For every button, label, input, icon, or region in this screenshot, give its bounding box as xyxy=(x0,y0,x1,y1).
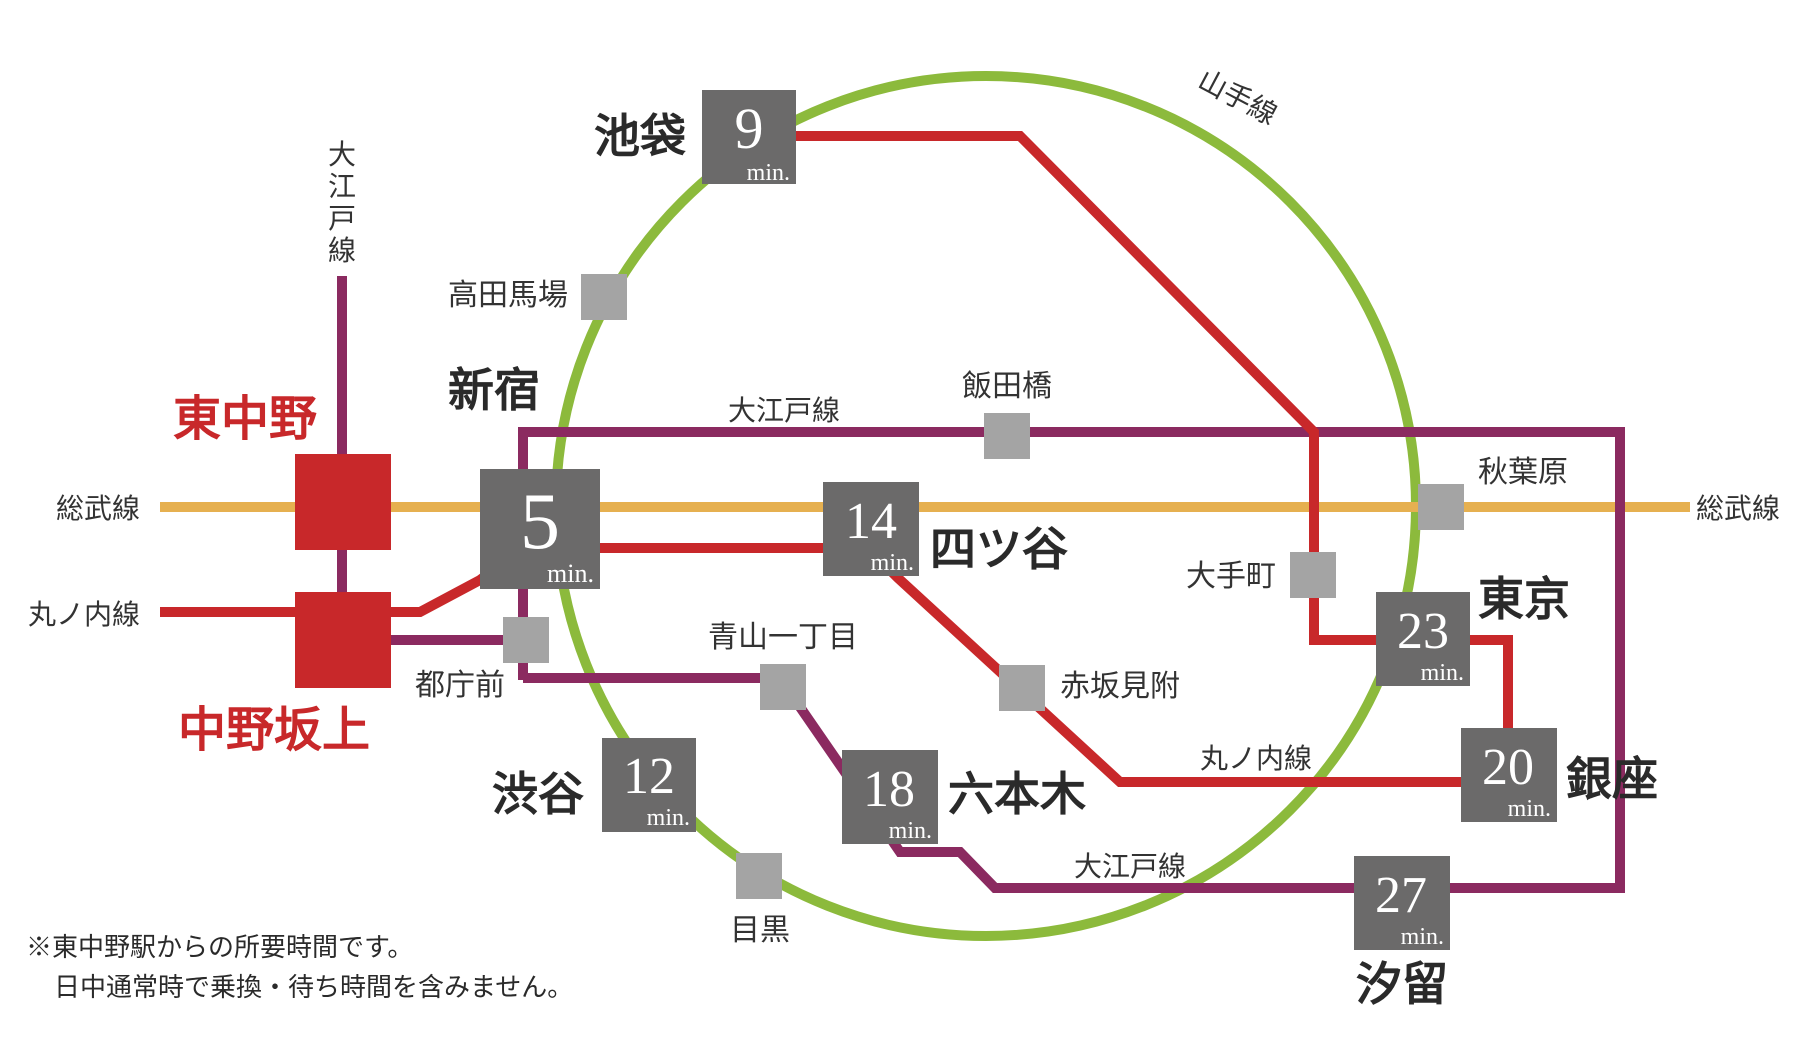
takadanobaba-marker[interactable] xyxy=(581,274,627,320)
marunouchi-label-mid: 丸ノ内線 xyxy=(1200,742,1312,775)
shinjuku-minutes: 5 xyxy=(520,478,560,566)
yotsuya-time-box[interactable]: 14 min. xyxy=(823,482,919,576)
higashinakano-box[interactable] xyxy=(295,454,391,550)
aoyama-label: 青山一丁目 xyxy=(708,620,858,655)
roppongi-minutes: 18 xyxy=(863,761,915,818)
yotsuya-label: 四ツ谷 xyxy=(930,522,1068,576)
oedo-vertical-1: 大 xyxy=(328,138,356,171)
tochomae-label: 都庁前 xyxy=(415,668,505,703)
shinjuku-unit: min. xyxy=(547,559,594,588)
marunouchi-label-left: 丸ノ内線 xyxy=(28,598,140,631)
shiodome-label: 汐留 xyxy=(1356,957,1448,1011)
oedo-vertical-2: 江 xyxy=(328,170,356,203)
ikebukuro-label: 池袋 xyxy=(594,109,686,163)
footnote: ※東中野駅からの所要時間です。 日中通常時で乗換・待ち時間を含みません。 xyxy=(26,928,573,1008)
akihabara-label: 秋葉原 xyxy=(1478,455,1568,490)
otemachi-label: 大手町 xyxy=(1186,559,1276,594)
higashinakano-label: 東中野 xyxy=(173,391,317,447)
ginza-label: 銀座 xyxy=(1566,752,1658,806)
tokyo-minutes: 23 xyxy=(1397,603,1449,660)
ikebukuro-minutes: 9 xyxy=(735,96,764,161)
nakanosakaue-box[interactable] xyxy=(295,592,391,688)
shibuya-label: 渋谷 xyxy=(492,767,584,821)
takadanobaba-label: 高田馬場 xyxy=(448,278,568,313)
shinjuku-time-box[interactable]: 5 min. xyxy=(480,469,600,589)
otemachi-marker[interactable] xyxy=(1290,552,1336,598)
akihabara-marker[interactable] xyxy=(1418,484,1464,530)
yotsuya-unit: min. xyxy=(871,550,914,576)
nakanosakaue-label: 中野坂上 xyxy=(178,702,370,758)
oedo-vertical-4: 線 xyxy=(328,234,356,267)
tokyo-unit: min. xyxy=(1421,660,1464,686)
oedo-label-top: 大江戸線 xyxy=(728,394,840,427)
ikebukuro-unit: min. xyxy=(747,160,790,186)
marunouchi-line-branch xyxy=(790,131,1513,740)
footnote-line-2: 日中通常時で乗換・待ち時間を含みません。 xyxy=(54,973,574,1003)
shibuya-time-box[interactable]: 12 min. xyxy=(602,738,696,832)
roppongi-unit: min. xyxy=(889,818,932,844)
yotsuya-minutes: 14 xyxy=(845,493,897,550)
iidabashi-marker[interactable] xyxy=(984,413,1030,459)
sobu-label-right: 総武線 xyxy=(1696,492,1780,525)
aoyama-marker[interactable] xyxy=(760,664,806,710)
sobu-label-left: 総武線 xyxy=(56,492,140,525)
shibuya-minutes: 12 xyxy=(623,748,675,805)
iidabashi-label: 飯田橋 xyxy=(962,369,1052,404)
akasaka-label: 赤坂見附 xyxy=(1060,669,1180,704)
oedo-line-loop xyxy=(518,427,1625,893)
akasaka-marker[interactable] xyxy=(999,665,1045,711)
ikebukuro-time-box[interactable]: 9 min. xyxy=(702,90,796,186)
oedo-label-bottom: 大江戸線 xyxy=(1074,850,1186,883)
footnote-line-1: ※東中野駅からの所要時間です。 xyxy=(26,933,414,963)
tokyo-time-box[interactable]: 23 min. xyxy=(1376,592,1470,686)
meguro-label: 目黒 xyxy=(730,913,790,948)
tokyo-label: 東京 xyxy=(1478,572,1570,626)
ginza-minutes: 20 xyxy=(1482,739,1534,796)
oedo-vertical-3: 戸 xyxy=(328,202,356,235)
ginza-unit: min. xyxy=(1508,796,1551,822)
shiodome-minutes: 27 xyxy=(1375,867,1427,924)
roppongi-time-box[interactable]: 18 min. xyxy=(842,750,938,844)
roppongi-label: 六本木 xyxy=(948,767,1086,821)
shiodome-unit: min. xyxy=(1401,924,1444,950)
meguro-marker[interactable] xyxy=(736,853,782,899)
marunouchi-line-main xyxy=(600,543,1470,787)
shibuya-unit: min. xyxy=(647,805,690,831)
yamanote-label: 山手線 xyxy=(1193,63,1283,132)
tochomae-marker[interactable] xyxy=(503,617,549,663)
ginza-time-box[interactable]: 20 min. xyxy=(1461,728,1557,822)
shiodome-time-box[interactable]: 27 min. xyxy=(1354,856,1450,950)
shinjuku-label: 新宿 xyxy=(448,363,540,417)
